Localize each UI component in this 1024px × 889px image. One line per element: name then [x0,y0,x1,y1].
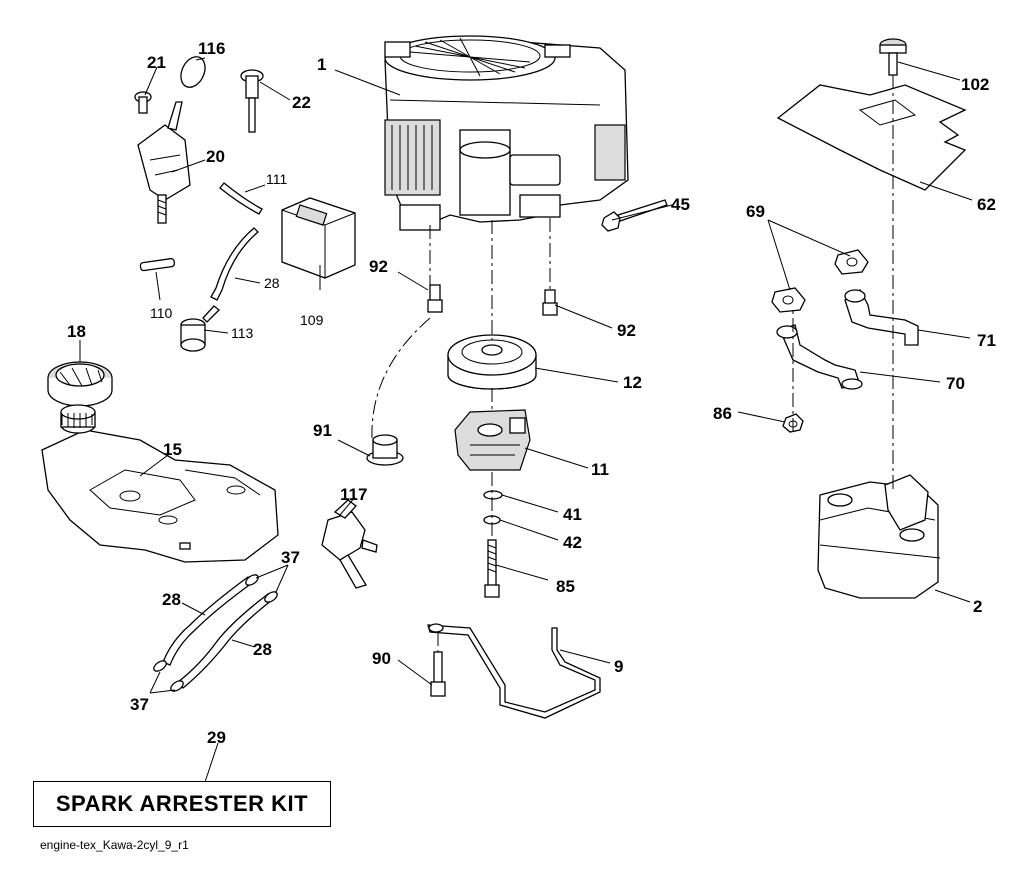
callout-15: 15 [163,440,182,459]
callout-20: 20 [206,147,225,166]
bolt-85-part [484,539,500,598]
callout-2: 2 [973,597,982,616]
throttle-control-part [137,56,206,224]
callout-90: 90 [372,649,391,668]
callout-28-lower-left: 28 [162,590,181,609]
engine-part [384,35,629,231]
callout-70: 70 [946,374,965,393]
pipe-70-part [776,324,863,390]
spark-arrester-kit-box: SPARK ARRESTER KIT [33,781,331,827]
fitting-113-part [180,305,220,352]
callout-28-lower-right: 28 [253,640,272,659]
callout-12: 12 [623,373,642,392]
hose-28-upper-part [210,227,259,301]
callout-37-bottom: 37 [130,695,149,714]
callout-21: 21 [147,53,166,72]
callout-69: 69 [746,202,765,221]
bolt-92-right [542,289,558,316]
callout-92-right: 92 [617,321,636,340]
muffler-2-part [817,474,941,599]
fuel-tank-15-part [41,404,279,563]
pipe-71-part [844,289,919,346]
callout-22: 22 [292,93,311,112]
bushing-91-part [366,434,404,466]
alignment-lines [371,75,894,652]
screw-21-part [134,91,152,114]
bracket-9-part [427,623,601,719]
callout-11: 11 [591,460,609,479]
diagram-code: engine-tex_Kawa-2cyl_9_r1 [40,838,189,852]
callout-18: 18 [67,322,86,341]
heat-shield-62-part [776,84,967,191]
knob-102-part [879,38,907,76]
callout-9: 9 [614,657,623,676]
spark-arrester-kit-label: SPARK ARRESTER KIT [55,791,309,816]
callout-1: 1 [317,55,326,74]
bolt-90-part [430,651,446,697]
washer-41 [483,490,503,500]
callout-86: 86 [713,404,732,423]
bolt-45-part [601,199,668,232]
callout-117: 117 [340,485,367,504]
callout-62: 62 [977,195,996,214]
callout-110: 110 [150,305,173,321]
callout-37-top: 37 [281,548,300,567]
leader-lines [79,57,973,783]
fuel-valve-117-part [321,499,378,589]
callout-102: 102 [961,75,989,94]
hose-111-part [219,182,263,215]
callout-111: 111 [266,171,287,187]
bolt-92-left [427,284,443,313]
callout-numbers: 1 2 9 11 12 15 18 20 21 22 28 28 28 29 3… [67,39,996,747]
callout-28-upper: 28 [264,275,280,291]
hose-clamps-37-part [153,574,278,692]
fuel-cap-18-part [47,361,113,407]
callout-116: 116 [198,39,225,58]
fitting-110-part [139,258,176,272]
callout-45: 45 [671,195,690,214]
choke-22-part [240,69,264,133]
callout-42: 42 [563,533,582,552]
fuel-filter-109-part [281,197,356,279]
callout-109: 109 [300,312,324,328]
callout-29: 29 [207,728,226,747]
callout-41: 41 [563,505,582,524]
callout-71: 71 [977,331,996,350]
callout-85: 85 [556,577,575,596]
callout-91: 91 [313,421,332,440]
clutch-part [454,409,531,471]
pulley-part [447,334,537,390]
callout-92-left: 92 [369,257,388,276]
callout-113: 113 [231,325,254,341]
gaskets-69-part [771,249,869,313]
